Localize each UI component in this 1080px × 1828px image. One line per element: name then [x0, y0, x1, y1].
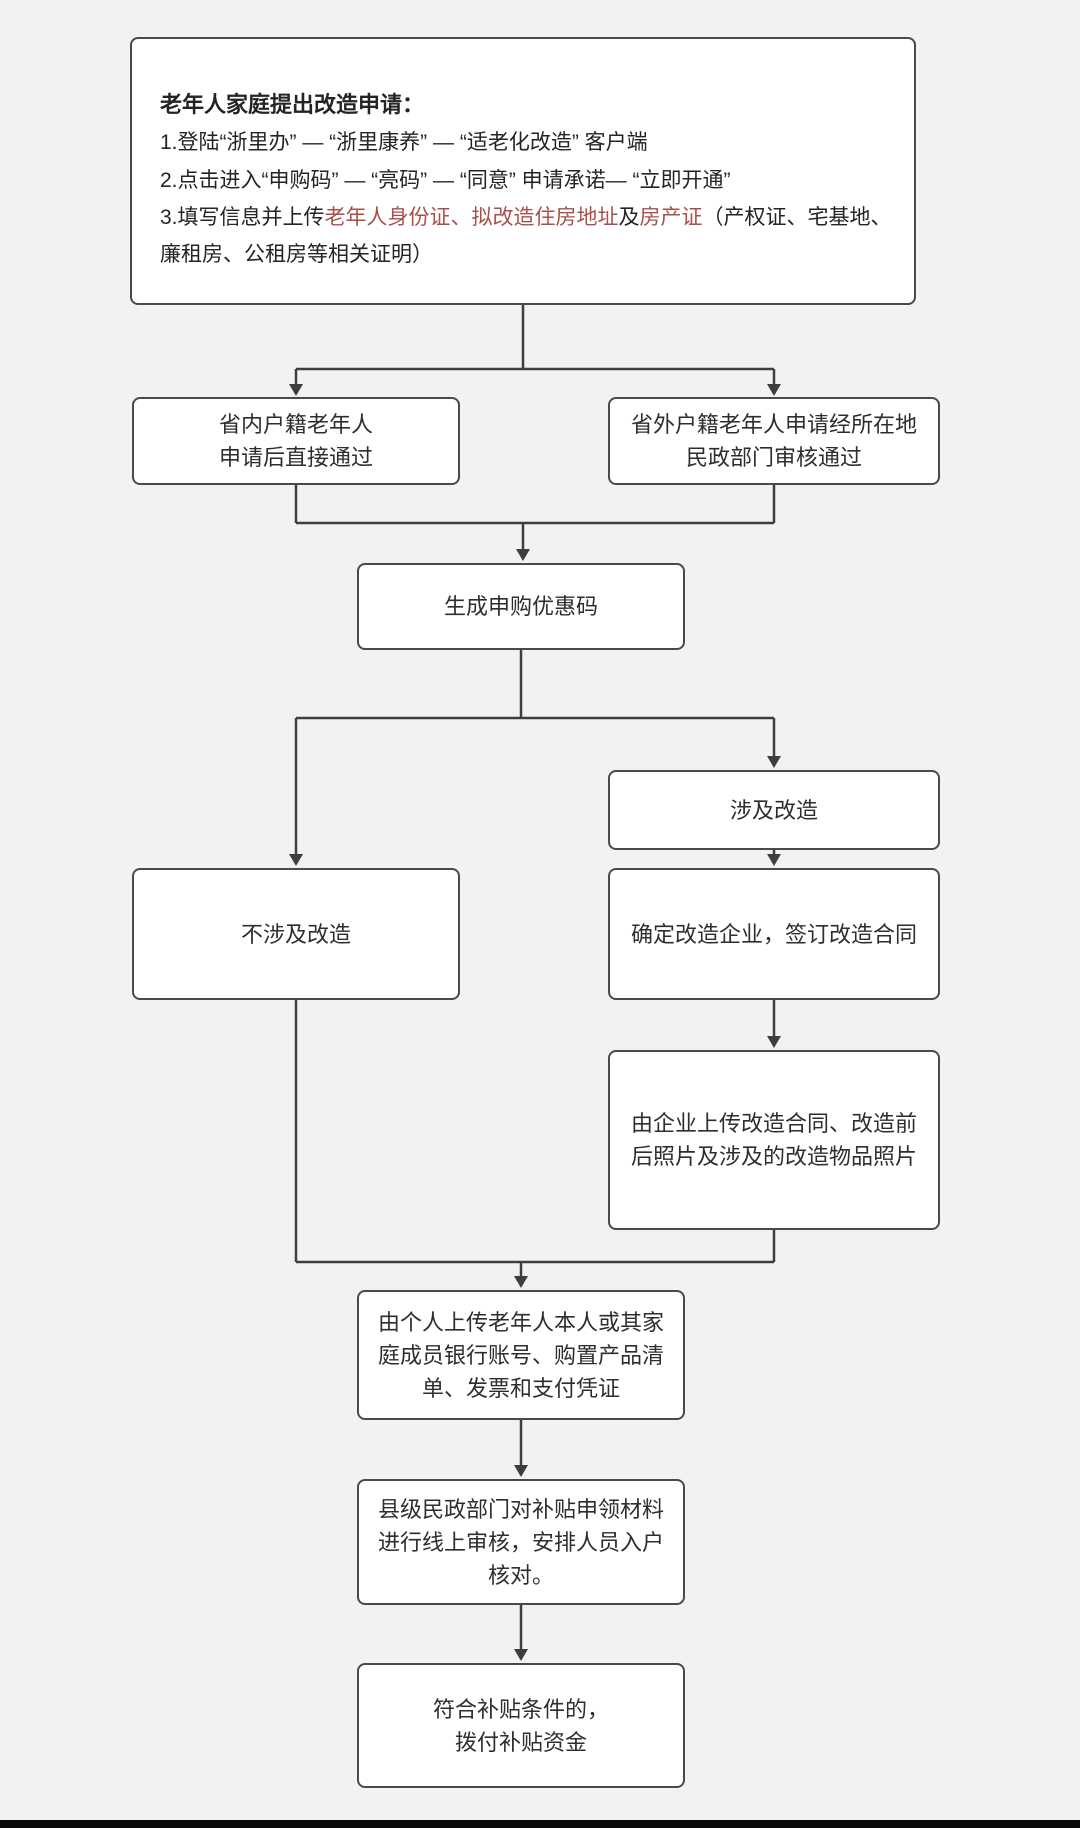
application-step3: 3.填写信息并上传老年人身份证、拟改造住房地址及房产证（产权证、宅基地、廉租房、…	[160, 199, 898, 274]
personal-upload-label: 由个人上传老年人本人或其家庭成员银行账号、购置产品清单、发票和支付凭证	[377, 1309, 664, 1401]
sign-contract-label: 确定改造企业，签订改造合同	[630, 921, 917, 947]
no-renovation-label: 不涉及改造	[240, 921, 351, 947]
grant-subsidy-line1: 符合补贴条件的，	[432, 1696, 609, 1722]
arrowheads	[289, 384, 781, 1661]
out-province-line2: 民政部门审核通过	[685, 445, 862, 470]
in-province-line1: 省内户籍老年人	[218, 412, 373, 437]
step3-plain-1: 3.填写信息并上传	[160, 205, 325, 229]
out-province-line1: 省外户籍老年人申请经所在地	[630, 412, 917, 437]
node-grant-subsidy: 符合补贴条件的， 拨付补贴资金	[357, 1663, 685, 1788]
node-personal-upload: 由个人上传老年人本人或其家庭成员银行账号、购置产品清单、发票和支付凭证	[357, 1290, 685, 1420]
node-sign-contract: 确定改造企业，签订改造合同	[608, 868, 940, 1000]
step3-plain-2: 及	[618, 205, 640, 229]
application-title: 老年人家庭提出改造申请：	[160, 92, 425, 117]
node-out-province: 省外户籍老年人申请经所在地 民政部门审核通过	[608, 397, 940, 485]
application-step2: 2.点击进入“申购码” — “亮码” — “同意” 申请承诺— “立即开通”	[160, 168, 731, 192]
node-involve-renovation: 涉及改造	[608, 770, 940, 850]
in-province-line2: 申请后直接通过	[218, 445, 373, 470]
node-county-review: 县级民政部门对补贴申领材料进行线上审核，安排人员入户核对。	[357, 1479, 685, 1605]
step3-highlight-1: 老年人身份证、拟改造住房地址	[324, 205, 619, 229]
node-no-renovation: 不涉及改造	[132, 868, 460, 1000]
grant-subsidy-line2: 拨付补贴资金	[454, 1729, 587, 1755]
generate-code-label: 生成申购优惠码	[443, 594, 598, 619]
application-step1: 1.登陆“浙里办” — “浙里康养” — “适老化改造” 客户端	[160, 131, 648, 155]
company-upload-label: 由企业上传改造合同、改造前后照片及涉及的改造物品照片	[630, 1111, 917, 1169]
step3-highlight-2: 房产证	[639, 205, 703, 229]
node-in-province: 省内户籍老年人 申请后直接通过	[132, 397, 460, 485]
node-application-request: 老年人家庭提出改造申请： 1.登陆“浙里办” — “浙里康养” — “适老化改造…	[130, 37, 916, 305]
involve-renovation-label: 涉及改造	[729, 797, 818, 823]
bottom-black-bar	[0, 1820, 1080, 1828]
node-company-upload: 由企业上传改造合同、改造前后照片及涉及的改造物品照片	[608, 1050, 940, 1230]
step3-plain-3: （产权证、宅基地、廉租房、公租房等相关证明）	[160, 205, 892, 267]
node-generate-code: 生成申购优惠码	[357, 563, 685, 650]
county-review-label: 县级民政部门对补贴申领材料进行线上审核，安排人员入户核对。	[377, 1496, 664, 1588]
